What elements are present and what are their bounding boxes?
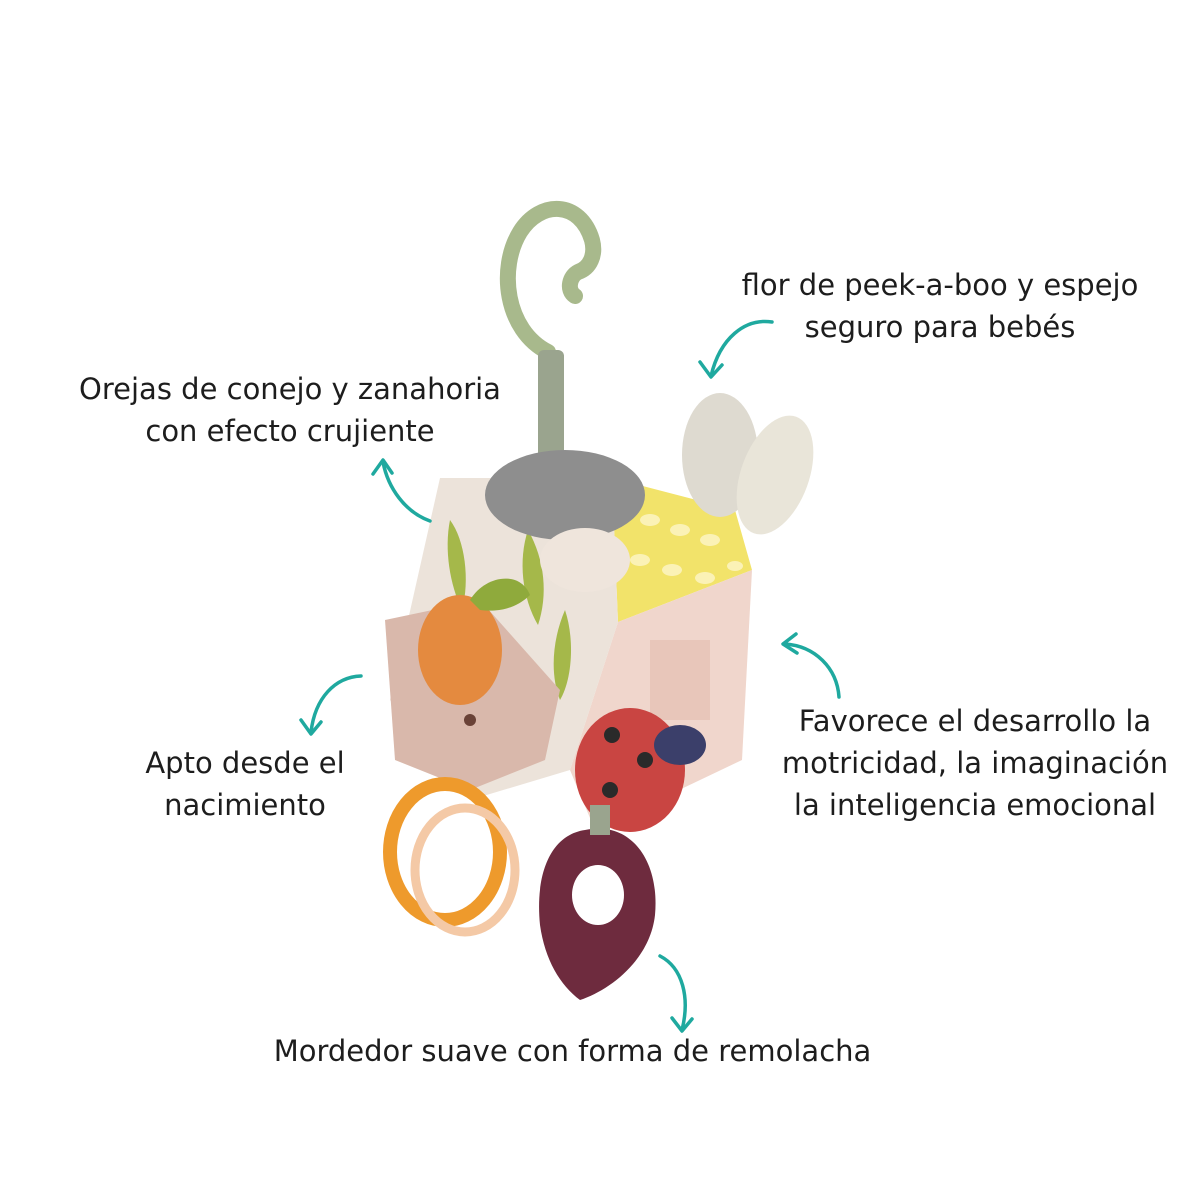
- callout-teether-line1: Mordedor suave con forma de remolacha: [273, 1034, 872, 1068]
- hanging-ring: [499, 200, 602, 360]
- callout-development-line2: motricidad, la imaginación: [781, 746, 1169, 780]
- arrow-ears-head: [371, 458, 394, 476]
- teething-ring-beige: [410, 803, 520, 937]
- callout-development-line3: la inteligencia emocional: [793, 788, 1157, 822]
- callout-flower-line1: flor de peek-a-boo y espejo: [741, 268, 1139, 302]
- arrow-apto: [309, 674, 363, 734]
- callout-flower-line2: seguro para bebés: [804, 310, 1076, 344]
- strap: [538, 350, 564, 460]
- arrow-ears: [381, 460, 432, 523]
- callout-from-birth: Apto desde el nacimiento: [110, 742, 380, 826]
- callout-ears-line1: Orejas de conejo y zanahoria: [79, 372, 501, 406]
- hedgehog: [485, 450, 645, 540]
- teething-ring-orange: [383, 777, 507, 927]
- arrow-flower-head: [698, 360, 724, 379]
- arrow-development-head: [781, 632, 799, 655]
- callout-bunny-ears: Orejas de conejo y zanahoria con efecto …: [40, 368, 540, 452]
- callout-development: Favorece el desarrollo la motricidad, la…: [755, 700, 1195, 826]
- arrow-apto-head: [299, 718, 323, 736]
- callout-flower-mirror: flor de peek-a-boo y espejo seguro para …: [700, 264, 1180, 348]
- carrot: [418, 595, 502, 705]
- callout-apto-line1: Apto desde el: [145, 746, 345, 780]
- arrow-development: [783, 642, 841, 699]
- bunny-ear-right: [736, 415, 814, 535]
- callout-development-line1: Favorece el desarrollo la: [798, 704, 1152, 738]
- arrow-flower: [709, 319, 774, 378]
- building-pattern: [650, 640, 710, 720]
- callout-teether: Mordedor suave con forma de remolacha: [200, 1030, 945, 1072]
- arrow-teether: [658, 954, 687, 1032]
- callout-apto-line2: nacimiento: [164, 788, 326, 822]
- arrow-teether-head: [670, 1016, 694, 1033]
- callout-ears-line2: con efecto crujiente: [145, 414, 435, 448]
